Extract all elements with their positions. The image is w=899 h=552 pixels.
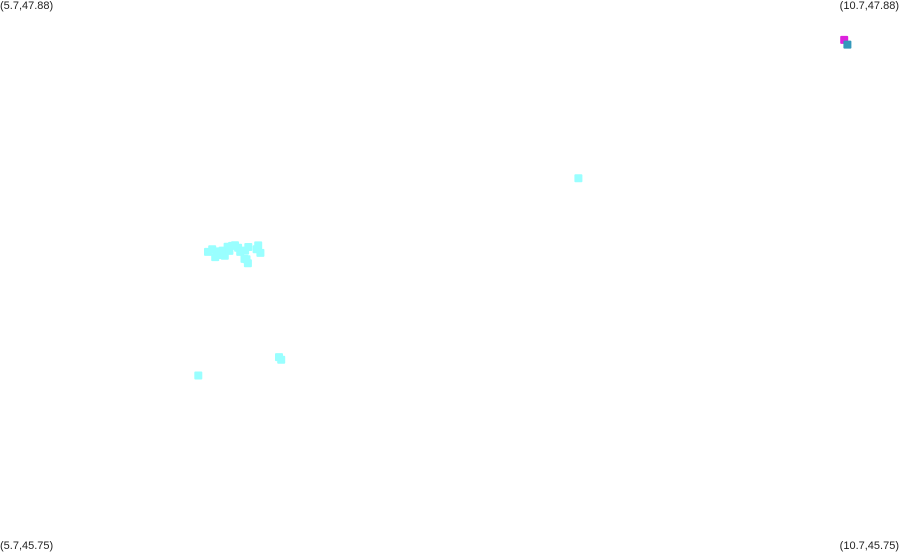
map-point[interactable] <box>277 355 286 364</box>
corner-label-bottom-left: (5.7,45.75) <box>0 540 54 552</box>
map-point[interactable] <box>574 174 583 183</box>
corner-label-top-right: (10.7,47.88) <box>839 0 899 12</box>
map-point[interactable] <box>243 259 252 268</box>
corner-label-bottom-right: (10.7,45.75) <box>839 540 899 552</box>
map-point[interactable] <box>254 241 263 250</box>
points-layer <box>194 35 852 380</box>
corner-label-top-left: (5.7,47.88) <box>0 0 54 12</box>
map-point[interactable] <box>194 371 203 380</box>
map-point[interactable] <box>244 243 253 251</box>
map-point[interactable] <box>256 248 265 257</box>
map-point[interactable] <box>843 40 852 49</box>
